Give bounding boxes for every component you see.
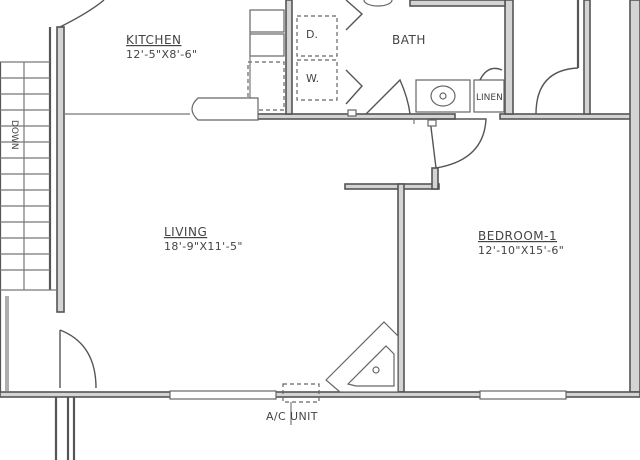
wall-right: [629, 0, 640, 393]
kitchen-counter: [191, 97, 259, 121]
wall-left-kitchen-living: [56, 26, 65, 313]
wall-living-bedroom: [397, 183, 405, 393]
linen-label: LINEN: [476, 93, 503, 103]
corner-utility: [325, 321, 399, 393]
washer-label: W.: [306, 72, 319, 85]
hall-marker: [427, 119, 437, 127]
wall-hall-bedroom: [344, 167, 440, 190]
lower-left-rails: [5, 296, 9, 392]
bath-vanity: [415, 79, 471, 113]
bath-door: [365, 78, 411, 115]
bedroom-dims: 12'-10"X15'-6": [478, 244, 564, 257]
closet-door: [535, 67, 579, 115]
kitchen-label: KITCHEN: [126, 33, 182, 47]
linen-closet: [473, 67, 505, 113]
ac-unit-outline: [282, 383, 320, 403]
stairs-down-label: DOWN: [9, 120, 19, 150]
ac-unit-label: A/C UNIT: [266, 410, 318, 423]
living-window: [169, 390, 277, 400]
bedroom-closet-wall: [583, 0, 591, 115]
hall-doors: [429, 118, 487, 169]
bath-outlet: [347, 109, 357, 117]
dryer-label: D.: [306, 28, 318, 41]
stair-treads: [0, 62, 50, 290]
kitchen-dims: 12'-5"X8'-6": [126, 48, 197, 61]
bedroom-label: BEDROOM-1: [478, 229, 557, 243]
bath-label: BATH: [392, 33, 426, 47]
lower-posts: [54, 397, 76, 460]
kitchen-door-arc: [59, 0, 105, 28]
bath-walls: [285, 0, 514, 115]
laundry-units: [296, 15, 338, 101]
bedroom-window: [479, 390, 567, 400]
laundry-bifold-doors: [345, 0, 364, 105]
wall-kitchen-living: [254, 113, 640, 120]
living-label: LIVING: [164, 225, 207, 239]
kitchen-cabinets: [247, 9, 285, 114]
toilet-icon: [363, 0, 393, 7]
living-entry-door: [59, 329, 97, 389]
living-dims: 18'-9"X11'-5": [164, 240, 243, 253]
wall-bottom: [0, 391, 640, 398]
